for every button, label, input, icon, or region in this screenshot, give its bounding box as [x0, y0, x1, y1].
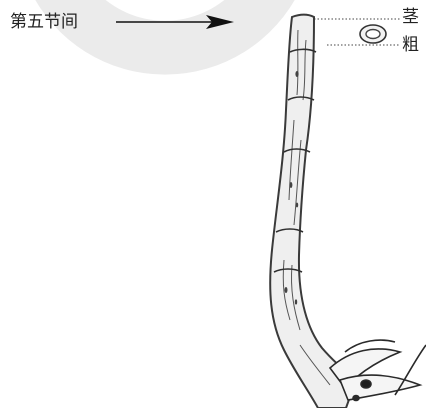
plant-stem — [270, 15, 426, 408]
stem-body — [270, 15, 356, 408]
label-thickness: 粗 — [402, 35, 426, 55]
label-fifth-internode: 第五节间 — [10, 12, 78, 32]
label-stem: 茎 — [402, 7, 426, 27]
stem-cross-section-icon — [360, 25, 386, 43]
leaf-cluster — [330, 340, 426, 400]
